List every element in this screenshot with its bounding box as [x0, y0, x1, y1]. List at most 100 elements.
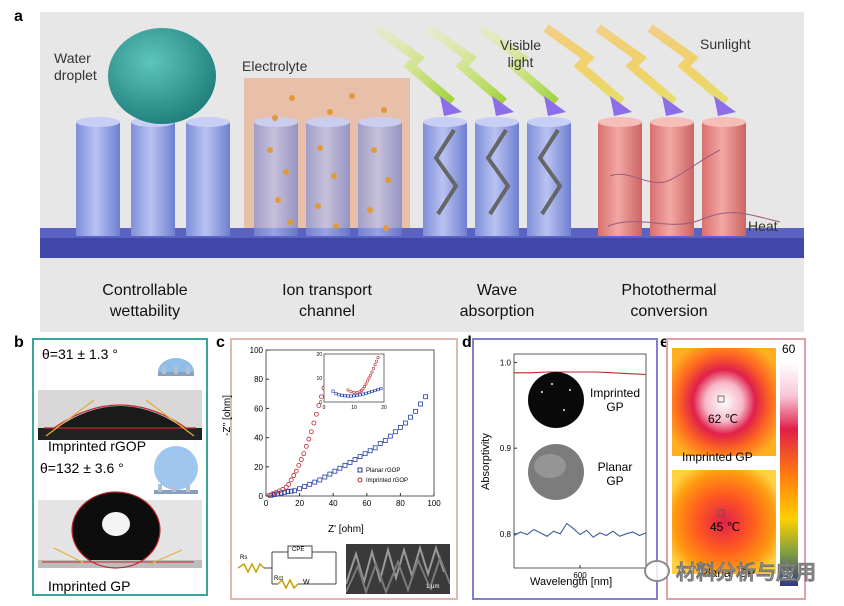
inset-point-planar	[370, 389, 374, 393]
colorbar-min: 20	[782, 570, 794, 581]
absorptivity-xlabel: Wavelength [nm]	[530, 576, 613, 588]
absorptivity-ylabel: Absorptivity	[480, 433, 492, 490]
nyquist-point-planar	[322, 474, 328, 480]
sunlight-rays	[543, 24, 736, 116]
nyquist-point-planar	[408, 414, 413, 420]
inset-ytick-label: 0	[319, 400, 322, 406]
inset-point-imprinted	[375, 359, 379, 363]
inset-point-planar	[361, 392, 365, 396]
inset-point-imprinted	[366, 379, 370, 383]
nyquist-point-imprinted	[296, 462, 302, 468]
inset-point-imprinted	[376, 356, 380, 360]
nyquist-point-planar	[312, 479, 318, 485]
contact-angle-top: θ=31 ± 1.3 °	[42, 346, 118, 362]
nyquist-point-imprinted	[311, 420, 317, 426]
colorbar-max: 60	[782, 342, 796, 356]
heat-label: Heat	[748, 218, 778, 234]
nyquist-inset	[323, 353, 385, 403]
nyquist-xtick-label: 100	[427, 499, 441, 508]
nyquist-point-imprinted	[298, 457, 304, 462]
sem-image	[346, 544, 450, 594]
nyquist-point-planar	[367, 448, 373, 454]
nyquist-point-planar	[285, 489, 291, 495]
nyquist-point-imprinted	[303, 443, 309, 449]
temp-imprinted: 62 ℃	[708, 412, 739, 426]
nyquist-point-planar	[307, 481, 313, 487]
nyquist-point-planar	[423, 394, 429, 400]
legend-marker-planar	[357, 467, 363, 473]
circuit-label-w: W	[303, 579, 310, 586]
label-imprinted-rgop: Imprinted rGOP	[48, 438, 147, 454]
nyquist-point-planar	[342, 462, 348, 468]
legend-marker-imprinted	[357, 477, 363, 483]
nyquist-point-imprinted	[316, 403, 322, 408]
nyquist-point-imprinted	[280, 487, 286, 492]
panel-a-illustration	[40, 24, 804, 258]
sample-photos	[528, 372, 584, 500]
nyquist-point-imprinted	[301, 451, 307, 457]
circuit-label-rct: Rct	[274, 576, 283, 582]
nyquist-point-planar	[377, 441, 383, 446]
nyquist-point-planar	[352, 457, 358, 462]
visible-light-rays	[373, 24, 566, 116]
nyquist-point-planar	[292, 488, 297, 494]
imprinted-sample-photo	[528, 372, 584, 428]
inset-point-imprinted	[373, 363, 377, 367]
nyquist-point-planar	[382, 438, 388, 443]
sem-scale-bar: 1 μm	[426, 584, 440, 590]
inset-point-planar	[355, 393, 359, 397]
large-droplet-schematic-icon	[154, 446, 198, 494]
label-imprinted-gp-thermal: Imprinted GP	[682, 450, 753, 464]
nyquist-point-imprinted	[291, 473, 297, 478]
nyquist-axes	[265, 349, 435, 497]
inset-point-imprinted	[367, 376, 371, 380]
thermal-image-planar	[672, 470, 776, 574]
nyquist-point-imprinted	[319, 394, 324, 400]
nyquist-xtick-label: 80	[396, 499, 405, 508]
temperature-colorbar	[780, 362, 798, 586]
nyquist-point-planar	[418, 401, 423, 407]
panel-a-letter: a	[14, 8, 23, 25]
water-droplet	[108, 28, 216, 124]
inset-point-imprinted	[364, 382, 368, 386]
inset-point-planar	[343, 394, 347, 398]
inset-point-planar	[349, 394, 353, 398]
inset-point-imprinted	[355, 390, 359, 394]
nyquist-ytick-label: 20	[254, 463, 263, 472]
nyquist-point-planar	[337, 465, 343, 471]
absorptivity-xtick-label: 600	[573, 571, 587, 580]
nyquist-ytick-label: 60	[254, 404, 263, 413]
inset-ytick-label: 20	[316, 352, 322, 358]
nyquist-point-planar	[288, 488, 294, 494]
panel-b-letter: b	[14, 334, 24, 351]
equivalent-circuit	[237, 545, 337, 590]
inset-point-imprinted	[372, 366, 376, 370]
nyquist-point-planar	[297, 486, 302, 492]
nyquist-xtick-label: 20	[295, 499, 304, 508]
nyquist-point-planar	[387, 433, 393, 439]
nyquist-point-imprinted	[288, 477, 294, 483]
inset-xtick-label: 0	[323, 405, 326, 411]
ion-channel-cylinders	[254, 117, 402, 236]
inset-point-imprinted	[369, 373, 373, 377]
nyquist-point-imprinted	[306, 436, 312, 442]
nyquist-point-planar	[302, 484, 308, 489]
panel-b-droplets	[38, 358, 202, 569]
absorptivity-ytick-label: 0.9	[500, 444, 512, 453]
watermark: 材料分析与应用	[644, 556, 816, 585]
absorptivity-ytick-label: 1.0	[500, 359, 512, 368]
inset-point-planar	[346, 394, 350, 398]
small-droplet-schematic-icon	[158, 358, 194, 376]
nyquist-point-planar	[347, 460, 353, 465]
nyquist-point-planar	[403, 420, 408, 426]
inset-point-imprinted	[349, 390, 353, 394]
thermal-images	[672, 348, 798, 586]
ions	[267, 93, 391, 231]
